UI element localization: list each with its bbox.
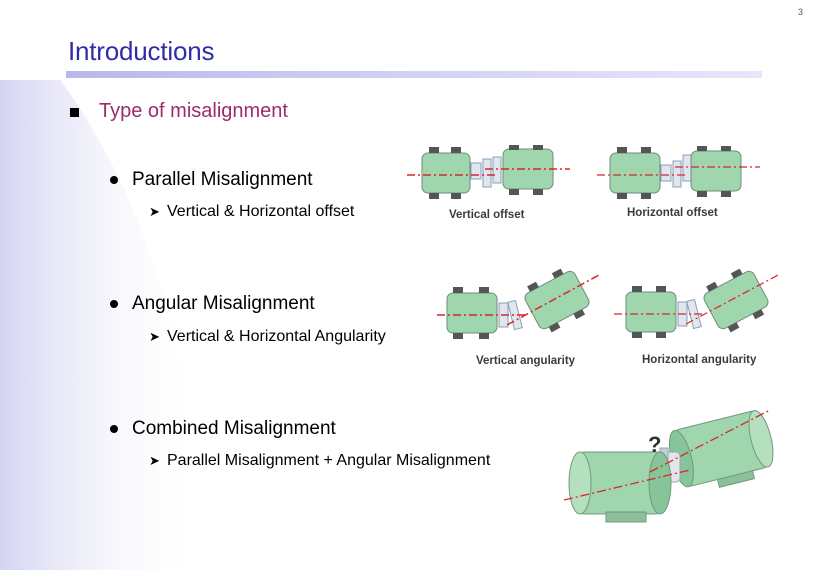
item-angular-misalignment: Angular Misalignment [132,293,315,314]
sub-item-combined: Parallel Misalignment + Angular Misalign… [167,452,491,469]
heading-type-of-misalignment: Type of misalignment [99,100,288,122]
question-mark-label: ? [648,432,661,457]
sub-item-angularity: Vertical & Horizontal Angularity [167,328,386,345]
arrow-bullet-icon: ➤ [149,329,160,344]
caption-vertical-angularity: Vertical angularity [476,355,576,367]
vertical-angularity-diagram [437,268,600,339]
combined-misalignment-diagram: ? [563,409,774,523]
item-combined-misalignment: Combined Misalignment [132,418,336,439]
round-bullet-icon [110,425,118,433]
item-parallel-misalignment: Parallel Misalignment [132,169,313,190]
vertical-offset-diagram [407,145,570,199]
caption-vertical-offset: Vertical offset [449,209,525,221]
arrow-bullet-icon: ➤ [149,204,160,219]
title-underline-bar [66,71,762,78]
square-bullet-icon [70,108,79,117]
caption-horizontal-angularity: Horizontal angularity [642,354,757,366]
slide-number: 3 [797,7,803,17]
caption-horizontal-offset: Horizontal offset [627,207,718,219]
slide-title: Introductions [68,36,215,66]
round-bullet-icon [110,176,118,184]
horizontal-angularity-diagram [614,268,781,338]
arrow-bullet-icon: ➤ [149,453,160,468]
round-bullet-icon [110,300,118,308]
horizontal-offset-diagram [597,146,760,199]
sub-item-offset: Vertical & Horizontal offset [167,203,355,220]
